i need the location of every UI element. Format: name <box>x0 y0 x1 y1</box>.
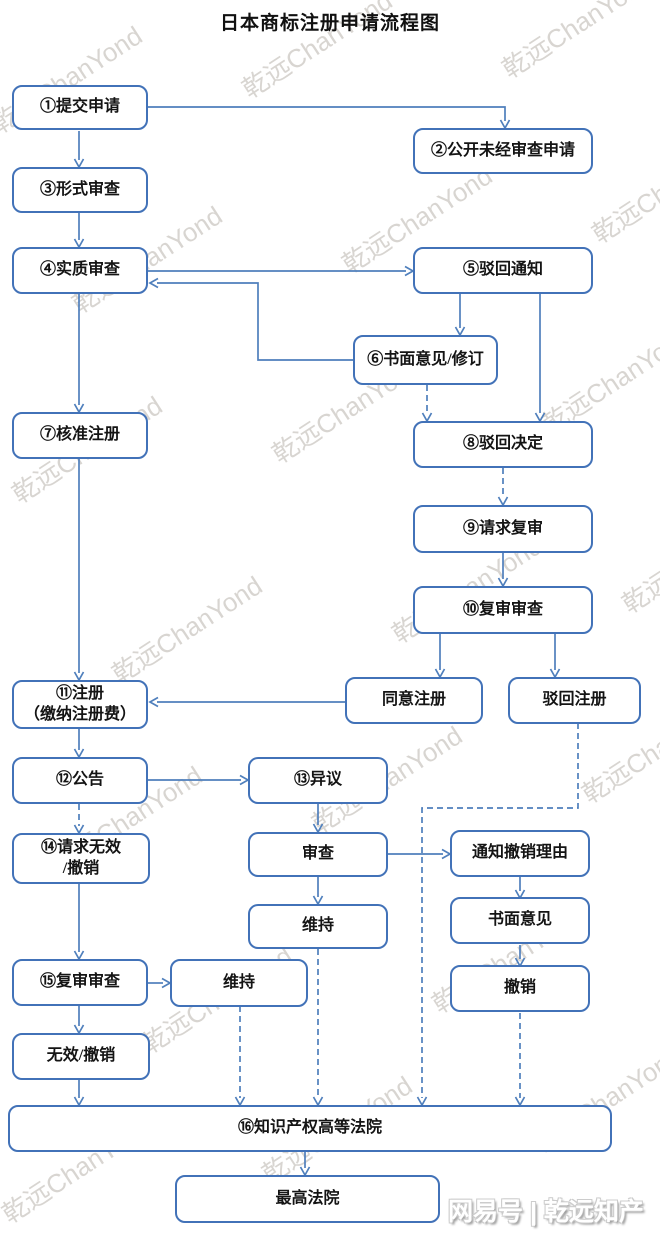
node-2-publish-unexamined-application: ②公开未经审查申请 <box>413 128 593 174</box>
node-invalid-revoked: 无效/撤销 <box>12 1033 150 1080</box>
node-11-registration-pay-fee: ⑪注册 （缴纳注册费） <box>12 680 148 729</box>
page-title: 日本商标注册申请流程图 <box>219 13 440 34</box>
brand-watermark: 网易号 | 乾远知产 <box>448 1198 644 1226</box>
node-6-written-opinion-amendment: ⑥书面意见/修订 <box>353 335 498 385</box>
node-written-opinion: 书面意见 <box>450 897 590 944</box>
node-1-submit-application: ①提交申请 <box>12 85 148 130</box>
node-maintain-middle: 维持 <box>248 904 388 949</box>
node-5-rejection-notice: ⑤驳回通知 <box>413 247 593 294</box>
node-16-ip-high-court: ⑯知识产权高等法院 <box>8 1105 612 1152</box>
node-3-formality-examination: ③形式审查 <box>12 167 148 213</box>
node-4-substantive-examination: ④实质审查 <box>12 247 148 294</box>
node-8-rejection-decision: ⑧驳回决定 <box>413 421 593 468</box>
node-notify-revocation-reasons: 通知撤销理由 <box>450 830 590 877</box>
node-15-review-examination: ⑮复审审查 <box>12 959 148 1006</box>
node-maintain-left: 维持 <box>170 959 308 1007</box>
node-examination: 审查 <box>248 832 388 877</box>
node-supreme-court: 最高法院 <box>175 1175 440 1223</box>
node-reject-registration: 驳回注册 <box>508 677 641 724</box>
node-agree-registration: 同意注册 <box>345 677 483 724</box>
node-10-review-examination: ⑩复审审查 <box>413 586 593 634</box>
node-13-opposition: ⑬异议 <box>248 757 388 804</box>
node-12-publication: ⑫公告 <box>12 757 148 804</box>
node-9-request-review: ⑨请求复审 <box>413 505 593 553</box>
node-14-request-invalidation-revocation: ⑭请求无效 /撤销 <box>12 833 150 884</box>
node-7-approve-registration: ⑦核准注册 <box>12 412 148 459</box>
node-revocation: 撤销 <box>450 965 590 1012</box>
